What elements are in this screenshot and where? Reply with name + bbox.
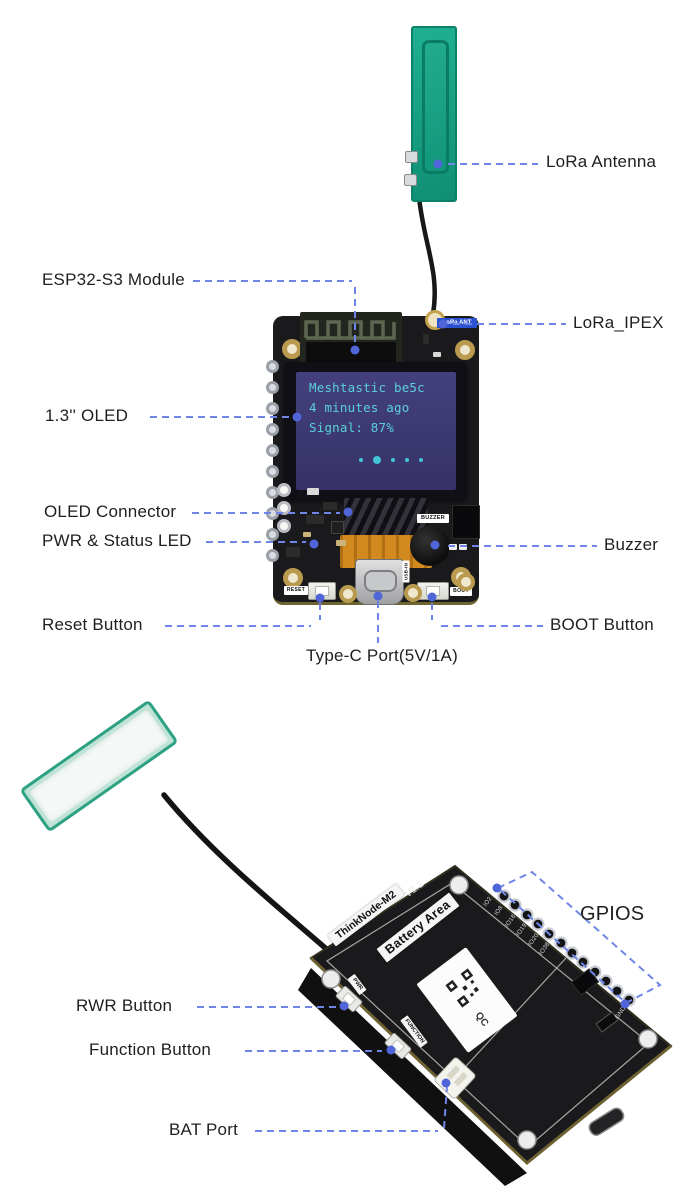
smd-part xyxy=(286,547,300,557)
callout-esp32-module: ESP32-S3 Module xyxy=(42,270,185,289)
gold-pad xyxy=(339,585,357,603)
mounting-hole xyxy=(455,340,475,360)
esp32-s3-module xyxy=(300,312,402,368)
antenna-solder-tab xyxy=(404,174,417,186)
smd-part xyxy=(433,352,441,357)
callout-rwr-button: RWR Button xyxy=(76,996,173,1015)
mounting-hole xyxy=(282,339,302,359)
usb-in-badge: USB-IN xyxy=(402,560,410,583)
smd-part xyxy=(459,544,467,550)
callout-buzzer: Buzzer xyxy=(604,535,659,554)
top-board-pcb: LoRa ANT Meshtastic be5c 4 minutes ago S… xyxy=(266,310,480,605)
castellated-pad xyxy=(266,465,279,478)
typec-opening xyxy=(364,570,397,592)
callout-gpios: GPIOS xyxy=(580,903,645,925)
castellated-pad xyxy=(266,423,279,436)
callout-oled: 1.3'' OLED xyxy=(45,406,129,425)
callout-pwr-status-led: PWR & Status LED xyxy=(42,531,192,550)
pwr-led xyxy=(277,519,291,533)
callout-lora-ipex: LoRa_IPEX xyxy=(573,313,664,332)
smd-part xyxy=(306,515,324,524)
pager-dot xyxy=(419,458,423,462)
smd-part xyxy=(336,540,346,546)
pager-dot xyxy=(359,458,363,462)
wifi-antenna-trace xyxy=(304,320,396,340)
oled-line-2: 4 minutes ago xyxy=(309,400,410,415)
pager-dot xyxy=(391,458,395,462)
qr-sticker xyxy=(417,947,517,1053)
castellated-pad xyxy=(266,360,279,373)
oled-line-1: Meshtastic be5c xyxy=(309,380,425,395)
smd-part xyxy=(331,521,344,534)
oled-line-3: Signal: 87% xyxy=(309,420,394,435)
oled-display: Meshtastic be5c 4 minutes ago Signal: 87… xyxy=(284,362,475,538)
callout-function-button: Function Button xyxy=(89,1040,212,1059)
smd-part xyxy=(307,488,319,495)
smd-part xyxy=(423,334,429,344)
callout-typec-port: Type-C Port(5V/1A) xyxy=(306,646,458,665)
antenna-trace xyxy=(422,40,449,174)
callout-reset-button: Reset Button xyxy=(42,615,143,634)
oled-screen: Meshtastic be5c 4 minutes ago Signal: 87… xyxy=(296,372,456,490)
pager-dot xyxy=(405,458,409,462)
gold-pad xyxy=(457,573,475,591)
gold-pad xyxy=(404,584,422,602)
mounting-holes xyxy=(321,875,658,1150)
lora-antenna-pcb xyxy=(411,26,457,202)
smd-part xyxy=(323,502,337,510)
castellated-pad xyxy=(266,444,279,457)
pager-dot-active xyxy=(373,456,381,464)
bottom-antenna-cable xyxy=(161,792,334,956)
battery-pack xyxy=(298,968,527,1186)
smd-part xyxy=(449,544,457,550)
callout-lora-antenna: LoRa Antenna xyxy=(546,152,657,171)
reset-badge: RESET xyxy=(284,586,308,595)
pcb-edge xyxy=(309,956,672,1165)
top-antenna-cable xyxy=(416,194,437,317)
castellated-pad xyxy=(266,402,279,415)
castellated-pad xyxy=(266,381,279,394)
reset-button-part xyxy=(308,582,336,600)
smd-part xyxy=(303,532,311,537)
status-led xyxy=(277,483,291,497)
status-led xyxy=(277,501,291,515)
buzzer-badge: BUZZER xyxy=(417,514,449,523)
callout-oled-connector: OLED Connector xyxy=(44,502,177,521)
ic-chip xyxy=(452,505,480,539)
boot-badge: BOOT xyxy=(450,587,472,596)
buzzer-part xyxy=(410,526,450,566)
usbc-port-back xyxy=(588,1107,625,1136)
typec-port-part xyxy=(355,559,404,605)
antenna-solder-tab xyxy=(405,151,418,163)
lora-ant-badge: LoRa ANT xyxy=(437,318,477,328)
castellated-pad xyxy=(266,549,279,562)
mounting-hole xyxy=(283,568,303,588)
buzzer-hole xyxy=(432,543,437,548)
callout-bat-port: BAT Port xyxy=(169,1120,238,1139)
power-switch xyxy=(595,1011,619,1033)
callout-boot-button: BOOT Button xyxy=(550,615,654,634)
castellated-pad xyxy=(266,528,279,541)
